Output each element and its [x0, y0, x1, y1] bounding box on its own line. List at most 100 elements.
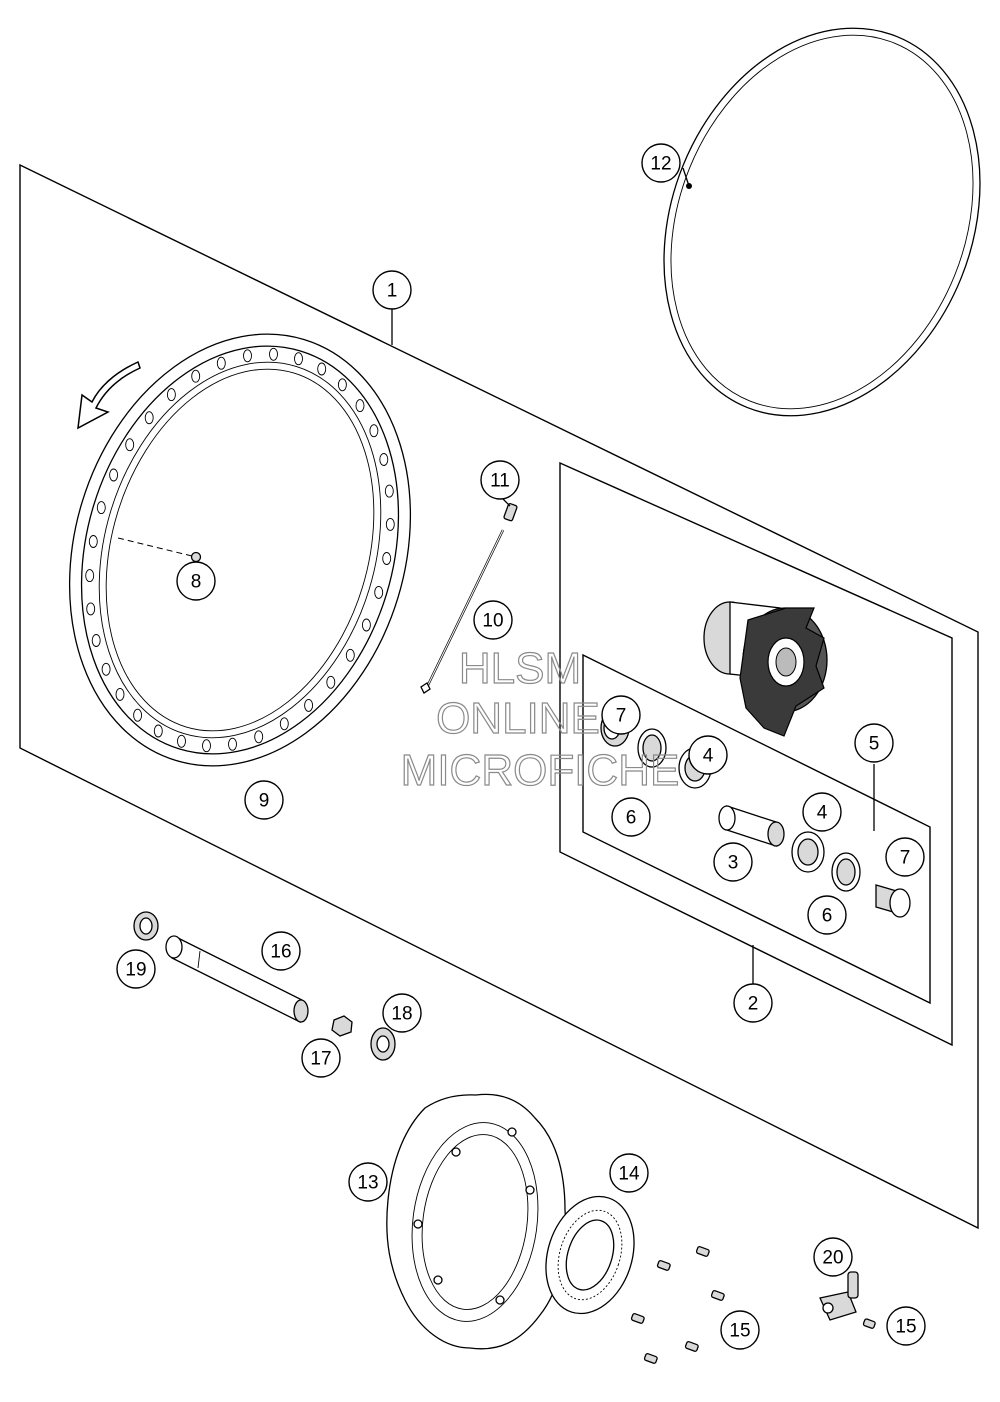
callout-circle — [480, 460, 520, 500]
spoke-hole — [279, 717, 289, 731]
spacer-part-18 — [370, 1027, 396, 1061]
callout-circle — [688, 735, 728, 775]
spoke-hole — [96, 501, 106, 515]
callout-label: 19 — [125, 960, 146, 981]
callout-label: 6 — [626, 808, 637, 829]
callout-c6a: 6 — [611, 797, 651, 837]
callout-c2: 2 — [733, 983, 773, 1023]
callout-c15a: 15 — [720, 1310, 760, 1350]
spoke-hole — [88, 535, 98, 548]
spoke-hole — [385, 517, 395, 531]
callout-circle — [886, 1306, 926, 1346]
callout-c8: 8 — [176, 561, 216, 601]
spoke-hole — [133, 708, 143, 722]
callout-c9: 9 — [244, 780, 284, 820]
callout-label: 5 — [869, 734, 880, 755]
callout-label: 15 — [729, 1321, 750, 1342]
bearing-part-right — [791, 831, 825, 873]
callout-label: 16 — [270, 942, 291, 963]
callout-label: 17 — [310, 1049, 331, 1070]
callout-c4b: 4 — [802, 792, 842, 832]
leader-lines — [391, 167, 875, 1003]
callout-circle — [473, 600, 513, 640]
callout-c5: 5 — [854, 723, 894, 763]
spoke-hole — [101, 662, 111, 676]
wheel-spindle-part — [165, 935, 309, 1024]
spoke-part — [420, 503, 518, 694]
spacer-sleeve-part — [718, 805, 785, 847]
callout-circle — [348, 1162, 388, 1202]
spoke-hole — [85, 569, 95, 583]
callout-label: 20 — [822, 1248, 843, 1269]
spoke-hole — [317, 362, 327, 376]
spoke-hole — [86, 602, 96, 616]
callout-circle — [372, 270, 412, 310]
rim-part — [68, 333, 412, 767]
collar-nut-part — [331, 1015, 353, 1037]
callout-label: 1 — [387, 281, 398, 302]
callout-c7a: 7 — [601, 695, 641, 735]
callout-circle — [601, 695, 641, 735]
callout-circle — [807, 895, 847, 935]
brake-disc-part — [386, 1093, 567, 1350]
callout-c6b: 6 — [807, 895, 847, 935]
shaft-seal-part-right — [875, 884, 911, 918]
spoke-hole — [337, 378, 347, 392]
spoke-hole — [374, 585, 384, 599]
spoke-hole — [326, 675, 336, 689]
callout-circle — [116, 949, 156, 989]
callout-circle — [854, 723, 894, 763]
spoke-hole — [144, 411, 154, 425]
spoke-hole — [304, 698, 314, 712]
callout-label: 18 — [391, 1004, 412, 1025]
callout-label: 14 — [618, 1164, 640, 1185]
spoke-hole — [369, 424, 379, 438]
callout-circle — [382, 993, 422, 1033]
callout-label: 6 — [822, 906, 833, 927]
callout-label: 3 — [728, 853, 739, 874]
callout-c17: 17 — [301, 1038, 341, 1078]
callout-circle — [802, 792, 842, 832]
abs-sensor-ring-part — [545, 1195, 635, 1315]
callout-c12: 12 — [641, 143, 681, 183]
callout-c14: 14 — [609, 1153, 649, 1193]
callout-c13: 13 — [348, 1162, 388, 1202]
watermark-line-3: MICROFICHE — [401, 746, 680, 795]
spoke-hole — [109, 468, 119, 482]
spoke-hole — [166, 388, 176, 402]
spacer-part-19 — [133, 911, 159, 941]
watermark-line-2: ONLINE — [436, 694, 600, 743]
callout-label: 2 — [748, 994, 759, 1015]
rotation-direction-arrow — [77, 360, 141, 430]
callout-circle — [244, 780, 284, 820]
callout-label: 7 — [900, 848, 911, 869]
spacer-ring-part — [637, 728, 667, 768]
callout-label: 13 — [357, 1173, 378, 1194]
frame-wheel-assembly — [19, 163, 979, 1230]
spoke-hole — [177, 734, 186, 748]
spoke-hole — [384, 484, 394, 498]
callout-label: 12 — [650, 154, 671, 175]
watermark: HLSM ONLINE MICROFICHE — [400, 643, 680, 795]
callout-circle — [176, 561, 216, 601]
callout-circle — [641, 143, 681, 183]
spoke-hole — [254, 730, 264, 744]
spoke-hole — [191, 369, 201, 383]
spoke-hole — [345, 648, 355, 662]
spoke-hole — [216, 356, 226, 370]
screws-part — [630, 1246, 876, 1364]
callout-c16: 16 — [261, 931, 301, 971]
spoke-hole — [202, 739, 211, 753]
spoke-hole — [91, 634, 101, 647]
frame-hub-assembly — [559, 461, 953, 1047]
spoke-hole — [361, 618, 371, 632]
watermark-line-1: HLSM — [459, 644, 581, 693]
callout-c19: 19 — [116, 949, 156, 989]
callout-circle — [713, 842, 753, 882]
hub-part — [703, 601, 828, 737]
callout-circle — [813, 1237, 853, 1277]
callout-circle — [301, 1038, 341, 1078]
callout-label: 9 — [259, 791, 270, 812]
